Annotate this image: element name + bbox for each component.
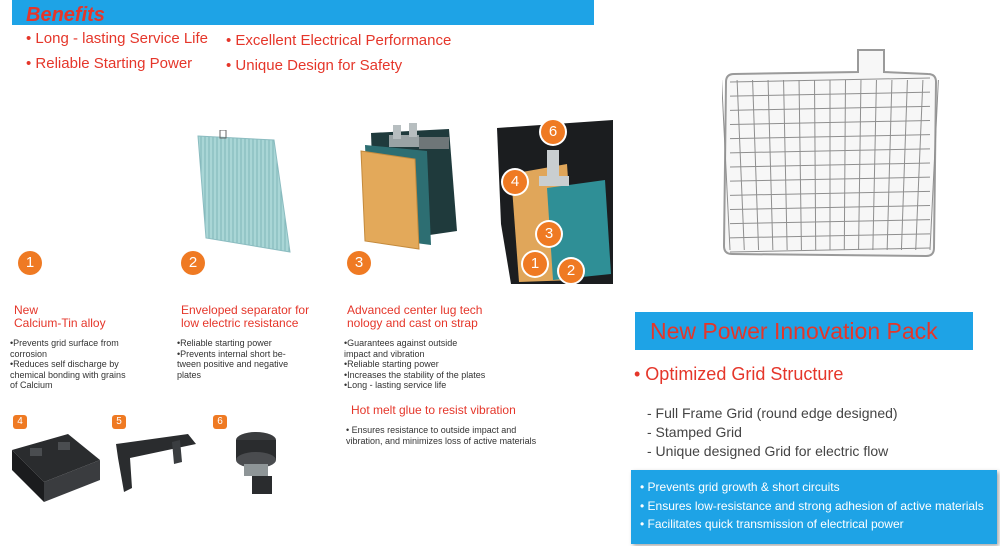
grid-benefit-item: • Ensures low-resistance and strong adhe…	[640, 498, 984, 513]
cutaway-label-1: 1	[523, 252, 547, 276]
benefits-title: Benefits	[26, 4, 105, 26]
feature-title: New Calcium-Tin alloy	[14, 303, 106, 330]
feature-points: •Prevents grid surface from corrosion •R…	[10, 338, 126, 391]
feature-point: •Guarantees against outside impact and v…	[344, 338, 458, 359]
strap-illustration	[116, 434, 196, 492]
feature-point: •Prevents grid surface from corrosion	[10, 338, 119, 359]
cutaway-label-4: 4	[503, 170, 527, 194]
feature-title: Advanced center lug tech nology and cast…	[347, 303, 483, 330]
pack-title: New Power Innovation Pack	[650, 318, 938, 344]
separator-illustration	[197, 130, 291, 253]
cutaway-label-3: 3	[537, 222, 561, 246]
feature-badge-2: 2	[181, 251, 205, 275]
grid-feature-item: - Unique designed Grid for electric flow	[647, 443, 889, 459]
grid-feature-item: - Full Frame Grid (round edge designed)	[647, 405, 898, 421]
part-badge-4: 4	[13, 415, 27, 429]
feature-point: •Reliable starting power	[177, 338, 272, 348]
hot-melt-points: • Ensures resistance to outside impact a…	[346, 425, 536, 446]
feature-points: •Guarantees against outside impact and v…	[344, 338, 485, 391]
grid-lines	[722, 77, 939, 253]
benefit-item: • Unique Design for Safety	[226, 57, 403, 74]
feature-point: •Reliable starting power	[344, 359, 439, 369]
pack-title-box: New Power Innovation Pack	[635, 312, 973, 350]
hot-melt-point: • Ensures resistance to outside impact a…	[346, 425, 537, 446]
grid-illustration	[722, 49, 939, 258]
benefit-item: • Excellent Electrical Performance	[226, 32, 452, 49]
grid-feature-item: - Stamped Grid	[647, 424, 742, 440]
feature-badge-1: 1	[18, 251, 42, 275]
grid-benefit-item: • Facilitates quick transmission of elec…	[640, 517, 904, 531]
feature-points: •Reliable starting power •Prevents inter…	[177, 338, 288, 380]
cutaway-label-2: 2	[559, 259, 583, 283]
feature-point: •Prevents internal short be- tween posit…	[177, 348, 289, 380]
feature-point: •Increases the stability of the plates	[344, 369, 486, 380]
pack-subtitle: • Optimized Grid Structure	[634, 364, 844, 384]
battery-lid-illustration	[12, 434, 100, 502]
cutaway-label-6: 6	[541, 120, 565, 144]
vent-plug-illustration	[236, 432, 276, 494]
feature-badge-3: 3	[347, 251, 371, 275]
part-badge-5: 5	[112, 415, 126, 429]
benefit-item: • Long - lasting Service Life	[26, 30, 209, 47]
feature-point: •Reduces self discharge by chemical bond…	[10, 359, 126, 390]
feature-point: •Long - lasting service life	[344, 380, 447, 390]
grid-benefit-item: • Prevents grid growth & short circuits	[640, 480, 840, 494]
grid-benefits-box: • Prevents grid growth & short circuits …	[631, 470, 997, 544]
plate-assembly-illustration	[360, 123, 457, 250]
feature-title: Enveloped separator for low electric res…	[181, 303, 310, 330]
part-badge-6: 6	[213, 415, 227, 429]
benefit-item: • Reliable Starting Power	[26, 55, 193, 72]
benefits-header: Benefits	[12, 0, 594, 26]
hot-melt-title: Hot melt glue to resist vibration	[351, 403, 516, 417]
